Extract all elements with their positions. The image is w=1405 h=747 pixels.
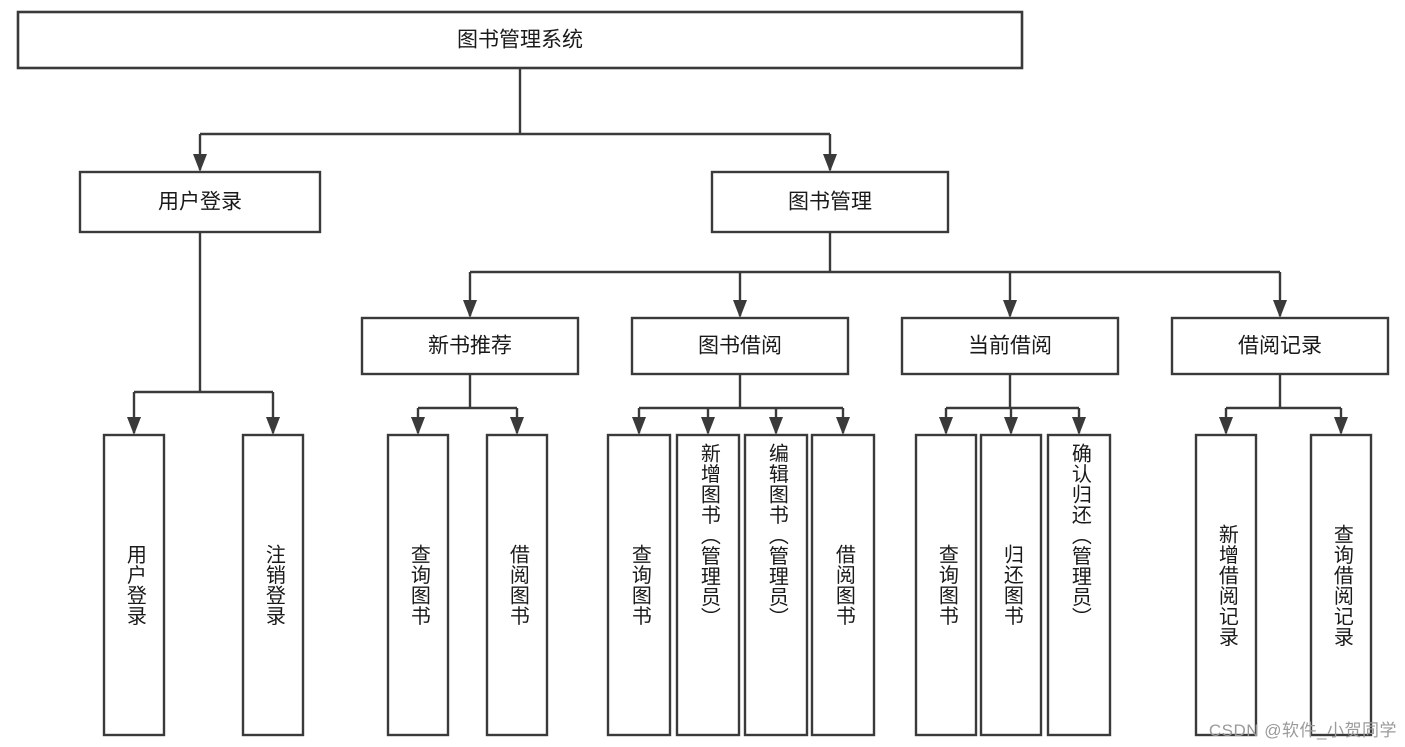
borrow-to-leaves-arrow-3 <box>836 417 850 435</box>
leaf-node-box-9[interactable] <box>979 433 1043 737</box>
level3-node-box-3[interactable] <box>1170 316 1390 376</box>
root-to-level2-arrow-0 <box>193 154 207 172</box>
book-mgmt-to-level3-arrow-3 <box>1273 300 1287 318</box>
level3-node-box-0[interactable] <box>360 316 580 376</box>
leaf-node-box-5[interactable] <box>675 433 741 737</box>
root-node-box[interactable] <box>16 10 1024 70</box>
level3-node-label-0: 新书推荐 <box>428 335 512 358</box>
leaf-node-box-2[interactable] <box>386 433 450 737</box>
user-login-to-leaves-arrow-0 <box>127 417 141 435</box>
level2-node-label-1: 图书管理 <box>788 191 872 214</box>
level2-node-label-0: 用户登录 <box>158 191 242 214</box>
leaf-node-box-12[interactable] <box>1309 433 1373 737</box>
leaf-node-box-3[interactable] <box>485 433 549 737</box>
root-node-label: 图书管理系统 <box>457 29 583 52</box>
leaf-node-box-1[interactable] <box>241 433 305 737</box>
leaf-node-box-7[interactable] <box>810 433 876 737</box>
current-borrow-to-leaves-arrow-0 <box>939 417 953 435</box>
current-borrow-to-leaves-arrow-1 <box>1004 417 1018 435</box>
boxes-layer <box>16 10 1390 737</box>
watermark: CSDN @软件_小贺同学 <box>1208 721 1397 740</box>
leaf-node-box-10[interactable] <box>1046 433 1112 737</box>
level2-node-box-0[interactable] <box>78 170 322 234</box>
current-borrow-to-leaves-arrow-2 <box>1072 417 1086 435</box>
borrow-to-leaves-arrow-1 <box>701 417 715 435</box>
leaf-node-box-4[interactable] <box>606 433 672 737</box>
root-to-level2-arrow-1 <box>823 154 837 172</box>
leaf-node-box-0[interactable] <box>102 433 166 737</box>
new-book-to-leaves-arrow-1 <box>510 417 524 435</box>
book-mgmt-to-level3-arrow-2 <box>1003 300 1017 318</box>
leaf-node-box-6[interactable] <box>743 433 809 737</box>
book-mgmt-to-level3-arrow-1 <box>733 300 747 318</box>
borrow-record-to-leaves-arrow-0 <box>1219 417 1233 435</box>
level3-node-box-1[interactable] <box>630 316 850 376</box>
level3-node-label-1: 图书借阅 <box>698 335 782 358</box>
leaf-node-box-11[interactable] <box>1194 433 1258 737</box>
connectors-layer <box>127 68 1348 435</box>
borrow-to-leaves-arrow-0 <box>632 417 646 435</box>
borrow-record-to-leaves-arrow-1 <box>1334 417 1348 435</box>
level2-node-box-1[interactable] <box>710 170 950 234</box>
level3-node-label-3: 借阅记录 <box>1238 335 1322 358</box>
book-mgmt-to-level3-arrow-0 <box>463 300 477 318</box>
new-book-to-leaves-arrow-0 <box>411 417 425 435</box>
borrow-to-leaves-arrow-2 <box>769 417 783 435</box>
level3-node-box-2[interactable] <box>900 316 1120 376</box>
level3-node-label-2: 当前借阅 <box>968 335 1052 358</box>
user-login-to-leaves-arrow-1 <box>266 417 280 435</box>
leaf-node-box-8[interactable] <box>914 433 978 737</box>
